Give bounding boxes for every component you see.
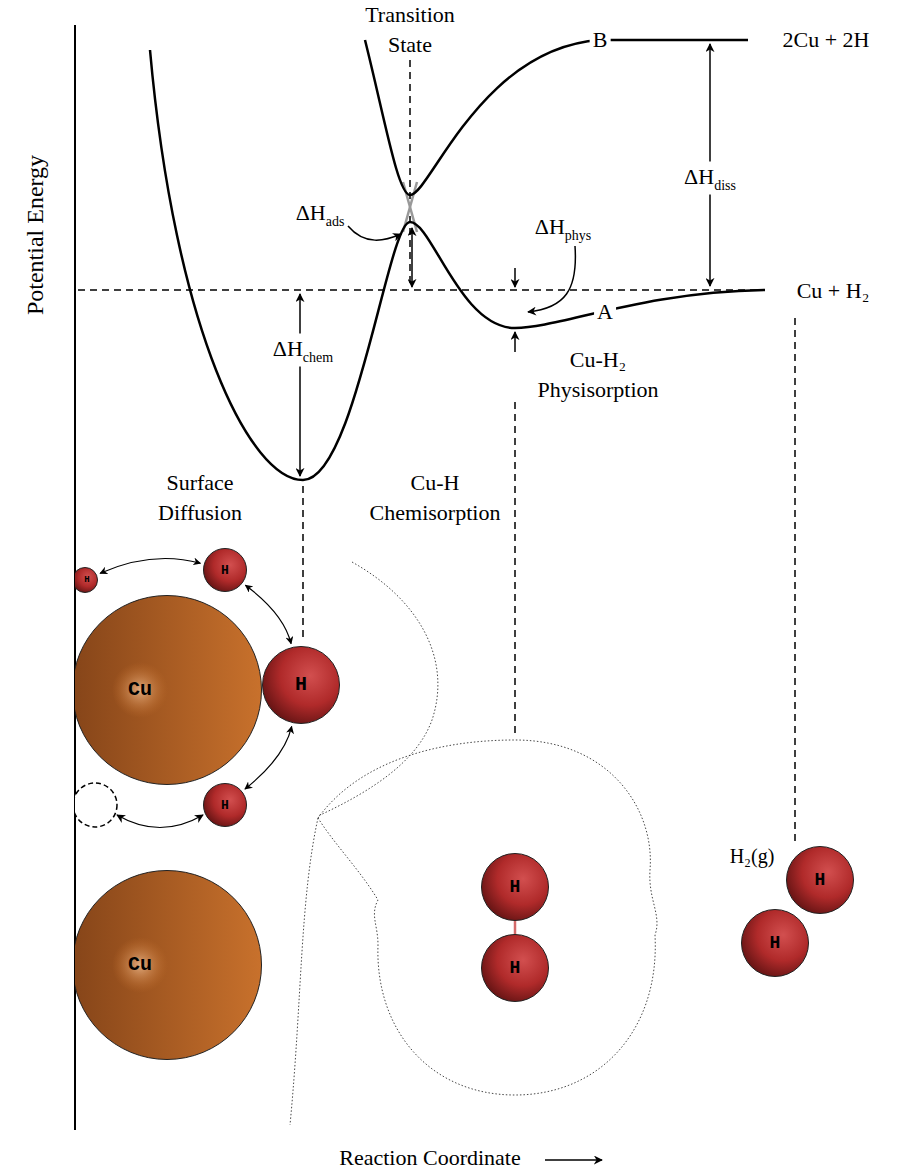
text-label: Cu + H₂ — [797, 278, 870, 303]
phys-arrow — [514, 268, 516, 287]
atom-circle — [263, 647, 340, 724]
atom-highlight — [112, 937, 168, 993]
label-group: B — [590, 25, 611, 55]
label-group: Cu-H Chemisorption — [355, 468, 515, 528]
atom-circle — [742, 910, 809, 977]
vacant-site — [75, 783, 117, 827]
text-label: B — [593, 27, 608, 52]
atom-circle — [75, 871, 262, 1060]
guide-line — [794, 318, 796, 845]
label-group: ΔHchem — [270, 334, 336, 367]
bond-line — [514, 921, 517, 935]
hydrogen-atom: H — [741, 909, 809, 977]
atom-symbol: H — [815, 871, 826, 889]
label-group: Surface Diffusion — [140, 468, 260, 528]
atom-circle — [204, 784, 247, 827]
text-label: Cu-H Chemisorption — [370, 470, 501, 525]
text-label: Transition State — [365, 2, 455, 57]
atom-circle — [75, 596, 262, 785]
diffusion-arrow — [245, 726, 292, 789]
text-label: H₂(g) — [730, 845, 775, 867]
atom-symbol: H — [84, 576, 89, 585]
atom-circle — [482, 854, 549, 921]
hydrogen-atom: H — [262, 646, 340, 724]
atom-symbol: H — [221, 799, 229, 812]
text-label: ΔH — [684, 164, 714, 189]
label-group: Cu-H₂ Physisorption — [513, 345, 683, 405]
text-label: Cu-H₂ Physisorption — [537, 347, 658, 402]
atom-circle — [482, 935, 549, 1002]
atom-shape — [75, 595, 262, 785]
phys-arrow — [514, 332, 516, 352]
text-label: ΔH — [273, 336, 303, 361]
leader-line — [528, 246, 575, 312]
dissociation-curve — [365, 40, 748, 195]
atom-symbol: H — [221, 564, 229, 577]
atom-highlight — [112, 662, 168, 718]
subscript: phys — [565, 228, 591, 243]
hydrogen-atom: H — [481, 853, 549, 921]
subscript: ads — [326, 214, 345, 229]
hydrogen-atom: H — [786, 846, 854, 914]
label-group: Reaction Coordinate — [339, 1143, 520, 1173]
atom-circle — [787, 847, 854, 914]
atom-symbol: H — [510, 959, 521, 977]
subscript: chem — [303, 350, 333, 365]
text-label: 2Cu + 2H — [783, 27, 870, 52]
label-group: Potential Energy — [20, 155, 50, 315]
atom-symbol: H — [770, 934, 781, 952]
leader-line — [348, 226, 401, 240]
axis-arrow — [545, 1159, 602, 1161]
copper-atom: Cu — [75, 595, 262, 785]
diffusion-arrow — [100, 559, 200, 574]
text-label: Reaction Coordinate — [339, 1145, 520, 1170]
diffusion-arrow — [117, 815, 203, 828]
text-label: Surface Diffusion — [158, 470, 242, 525]
subscript: diss — [714, 178, 736, 193]
label-group: 2Cu + 2H — [783, 25, 870, 55]
hydrogen-atom: H — [481, 934, 549, 1002]
guide-line — [514, 402, 516, 738]
hydrogen-atom: H — [203, 548, 247, 592]
text-label: Potential Energy — [22, 155, 48, 315]
atom-circle — [75, 568, 98, 593]
diffusion-arrow — [245, 585, 291, 643]
ads-arrow — [411, 228, 413, 287]
transition-line — [409, 60, 411, 288]
chem-arrow — [299, 294, 301, 476]
label-group: ΔHphys — [535, 212, 592, 245]
guide-line — [302, 486, 304, 642]
text-label: ΔH — [296, 200, 326, 225]
atom-circle — [204, 549, 247, 592]
hydrogen-atom: H — [75, 567, 98, 593]
electron-cloud — [290, 818, 318, 1125]
electron-cloud — [318, 740, 657, 1095]
adsorption-curve — [150, 50, 765, 480]
atom-symbol: Cu — [128, 680, 152, 700]
text-label: ΔH — [535, 214, 565, 239]
atom-symbol: H — [510, 878, 521, 896]
atom-shape — [75, 870, 262, 1060]
copper-atom: Cu — [75, 870, 262, 1060]
label-group: Cu + H₂ — [797, 276, 870, 306]
atom-symbol: Cu — [128, 955, 152, 975]
hydrogen-atom: H — [203, 783, 247, 827]
label-group: ΔHads — [296, 198, 345, 231]
label-group: Transition State — [350, 0, 470, 60]
label-group: A — [594, 297, 616, 327]
label-group: ΔHdiss — [681, 162, 739, 195]
text-label: A — [597, 299, 613, 324]
label-group: H₂(g) — [730, 841, 775, 871]
atom-symbol: H — [295, 675, 307, 695]
reference-line — [78, 289, 765, 291]
